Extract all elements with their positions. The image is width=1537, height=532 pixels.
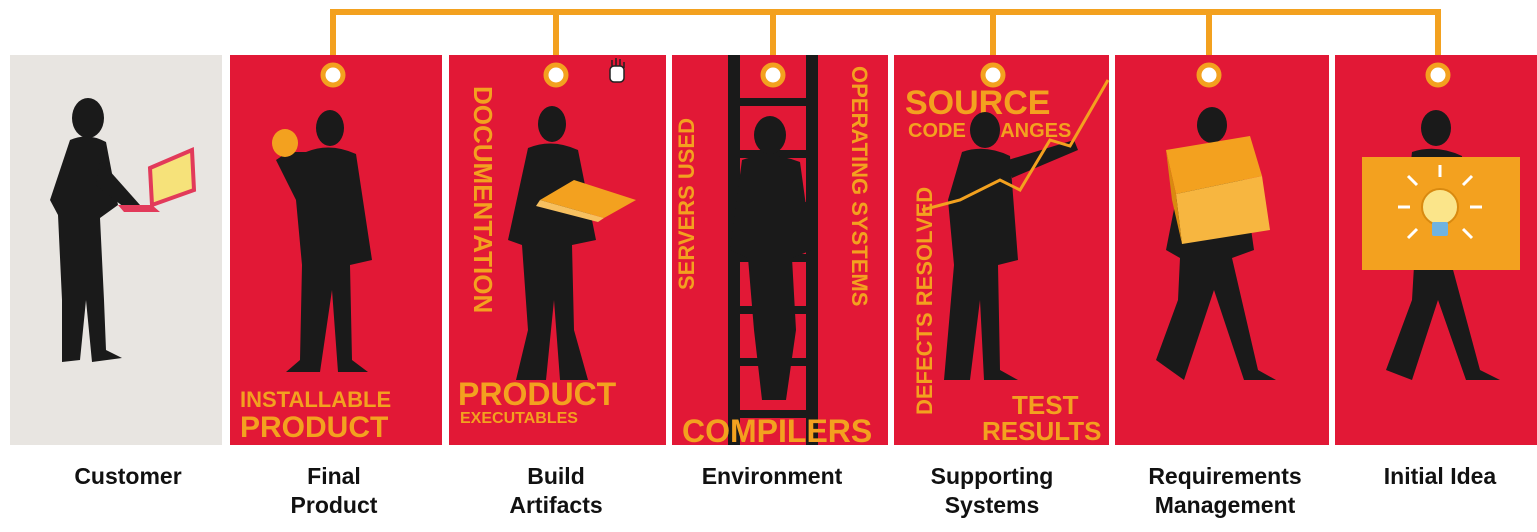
boxes-icon — [1166, 136, 1270, 244]
growth-chart-icon — [921, 79, 1110, 212]
word-documentation: DOCUMENTATION — [468, 86, 498, 313]
caption-supporting-systems-line1: Supporting — [930, 463, 1054, 489]
word-defects-resolved: DEFECTS RESOLVED — [912, 187, 937, 415]
word-installable: INSTALLABLE — [240, 387, 391, 412]
panel-customer-bg — [10, 55, 222, 445]
connector-bracket — [330, 9, 1441, 68]
caption-requirements-management-line1: Requirements — [1148, 463, 1302, 489]
coin-icon — [272, 129, 298, 157]
word-test: TEST — [1012, 390, 1079, 420]
laptop-icon — [118, 147, 197, 212]
environment-silhouette — [730, 116, 812, 400]
caption-build-artifacts: Build Artifacts — [468, 462, 644, 520]
open-binder-icon — [536, 180, 636, 222]
supporting-systems-silhouette — [944, 112, 1078, 380]
caption-supporting-systems-line2: Systems — [944, 492, 1040, 518]
word-results: RESULTS — [982, 416, 1101, 446]
hand-cursor-icon — [609, 58, 625, 83]
word-executables: EXECUTABLES — [460, 410, 578, 427]
caption-requirements-management-line2: Management — [1154, 492, 1296, 518]
word-product-2: PRODUCT — [458, 376, 617, 412]
word-servers-used: SERVERS USED — [674, 118, 699, 290]
caption-supporting-systems: Supporting Systems — [900, 462, 1084, 520]
caption-initial-idea-line1: Initial Idea — [1383, 463, 1497, 489]
caption-initial-idea: Initial Idea — [1352, 462, 1528, 491]
caption-build-artifacts-line1: Build — [527, 463, 585, 489]
caption-environment: Environment — [672, 462, 872, 491]
word-operating-systems: OPERATING SYSTEMS — [847, 66, 872, 306]
caption-environment-line1: Environment — [701, 463, 843, 489]
caption-customer: Customer — [40, 462, 216, 491]
caption-build-artifacts-line2: Artifacts — [509, 492, 603, 518]
final-product-silhouette — [276, 110, 372, 372]
customer-silhouette — [50, 98, 140, 362]
word-product: PRODUCT — [240, 411, 388, 444]
word-compilers: COMPILERS — [682, 413, 872, 449]
caption-final-product-line2: Product — [290, 492, 378, 518]
lightbulb-icon — [1398, 165, 1482, 240]
caption-customer-line1: Customer — [74, 463, 182, 489]
caption-requirements-management: Requirements Management — [1125, 462, 1325, 520]
hanging-rings — [320, 62, 1451, 88]
caption-final-product-line1: Final — [307, 463, 361, 489]
caption-final-product: Final Product — [246, 462, 422, 520]
